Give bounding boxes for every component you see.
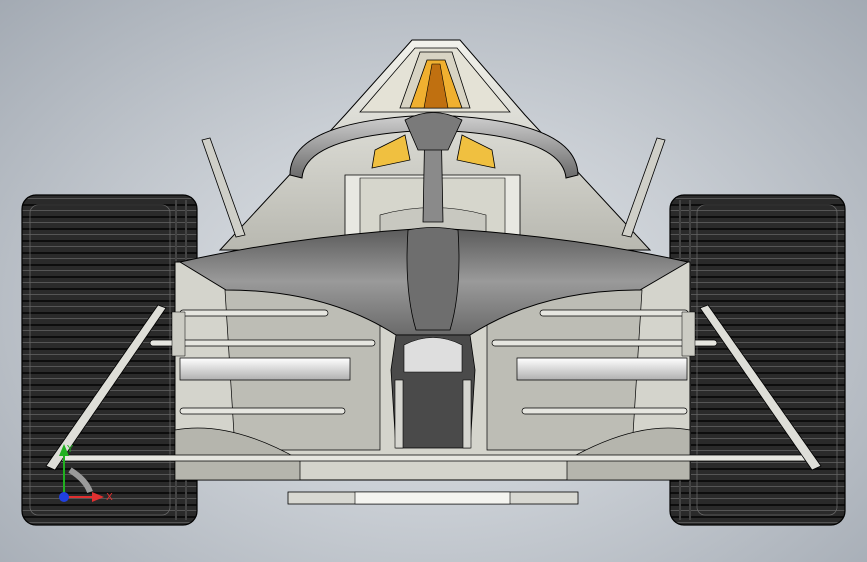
rotation-arc [68, 467, 93, 494]
y-axis-label: Y [66, 444, 74, 455]
floor-plank [287, 491, 579, 505]
suspension-arms [45, 304, 822, 471]
mirror-stalks [201, 137, 666, 238]
axis-triad: X Y [59, 444, 113, 503]
x-axis-arrow [92, 492, 104, 502]
halo [289, 112, 579, 223]
front-wing [54, 309, 816, 462]
y-axis-arrow [59, 444, 69, 456]
right-tire [669, 194, 846, 526]
z-axis-dot [59, 492, 69, 502]
nose [178, 227, 690, 449]
x-axis-label: X [106, 492, 113, 503]
